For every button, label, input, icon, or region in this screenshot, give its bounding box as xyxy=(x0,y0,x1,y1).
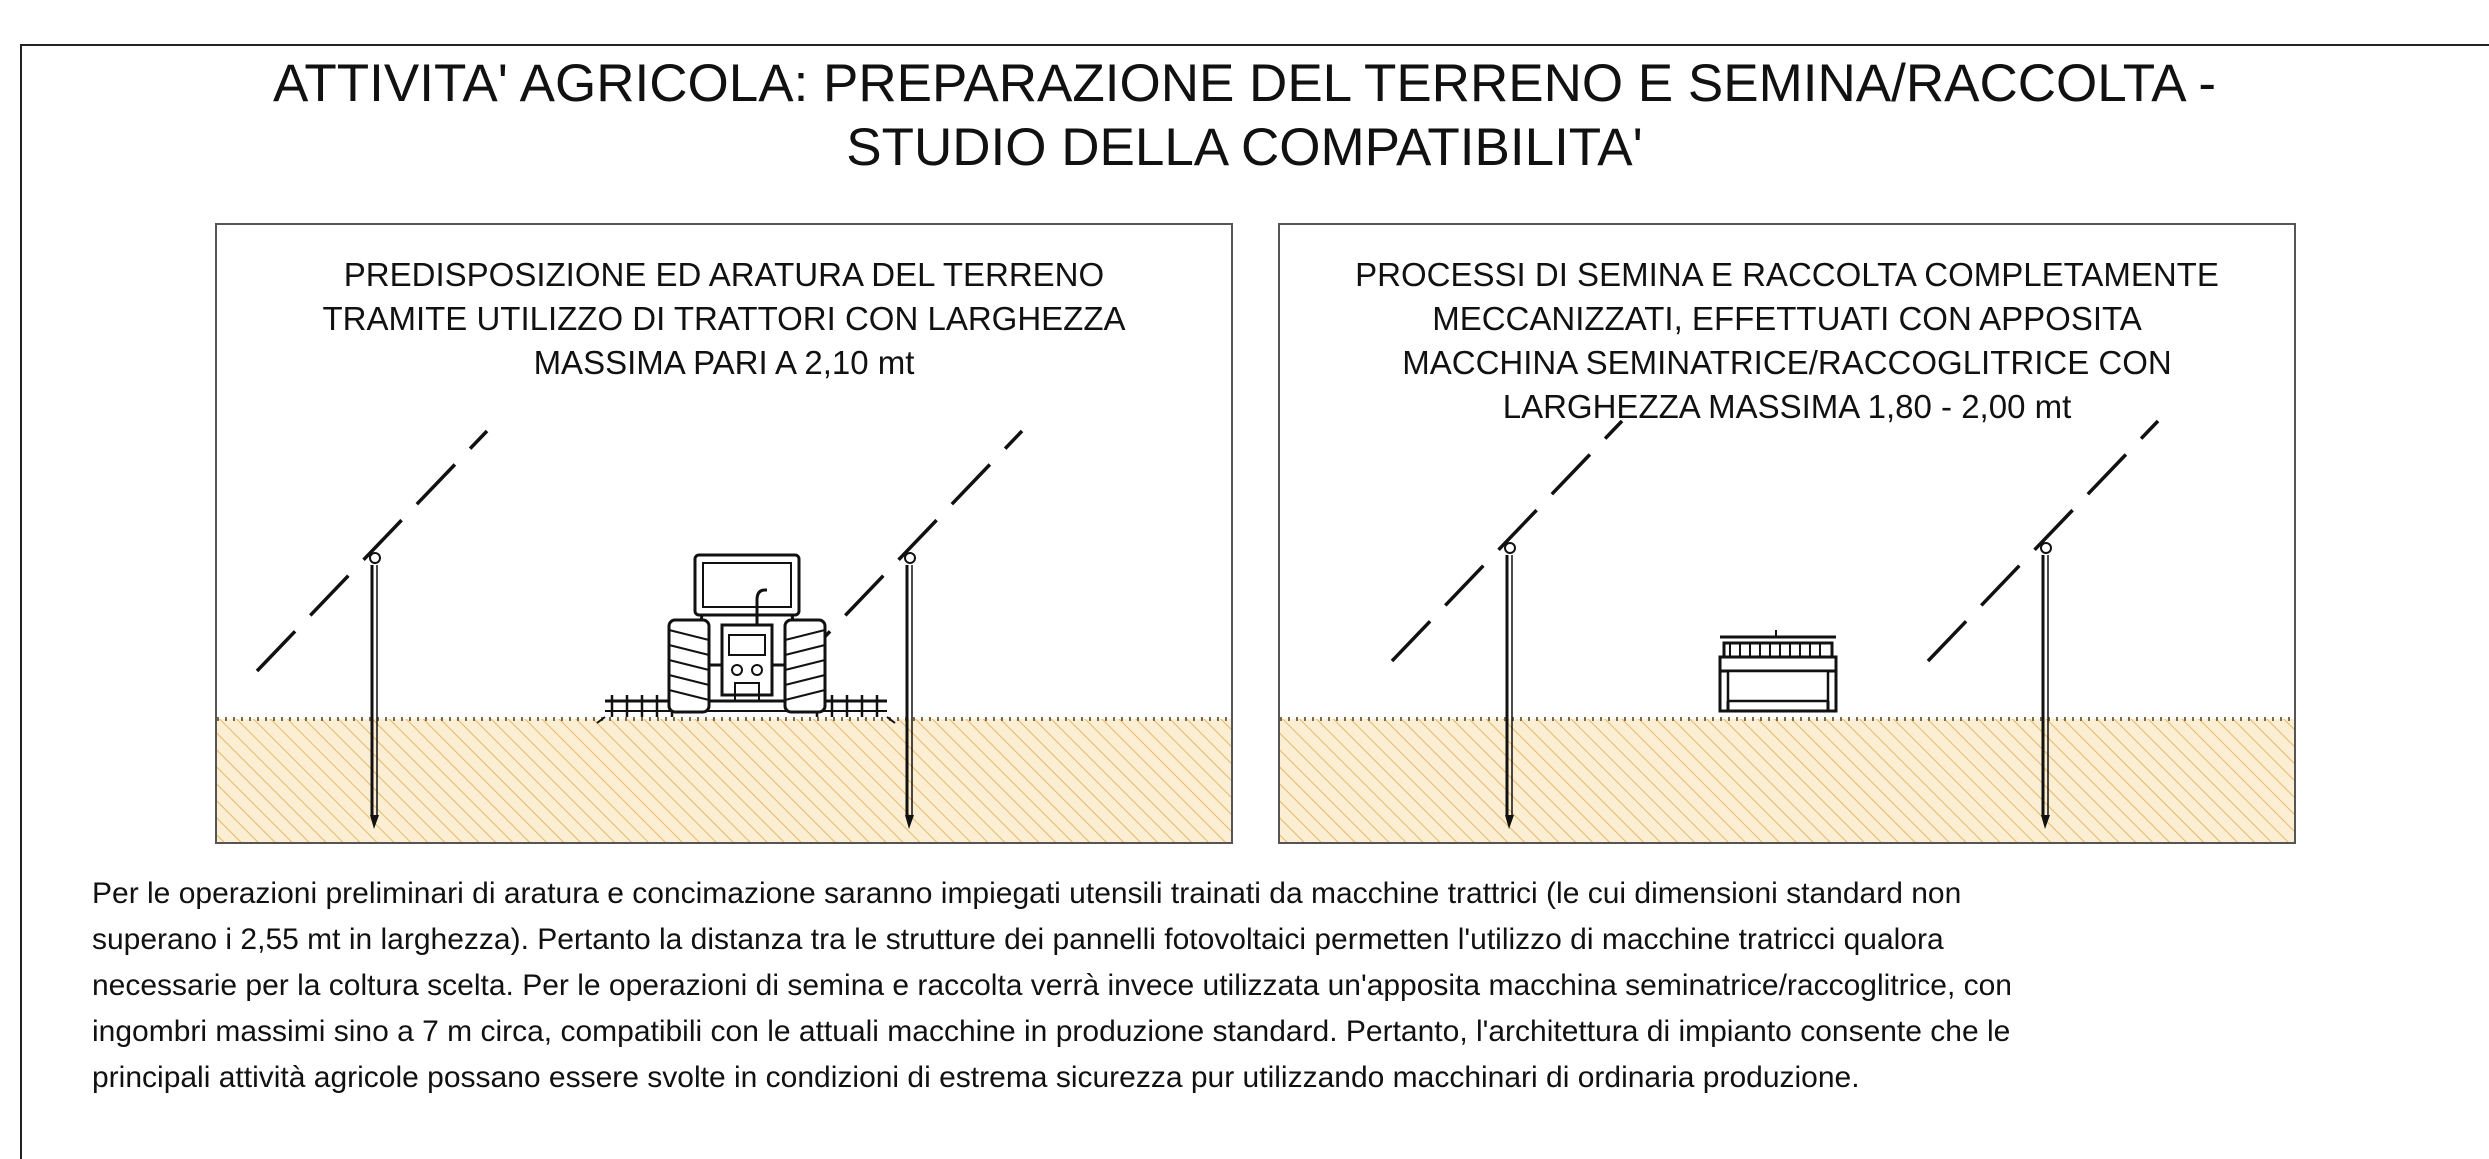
soil-section xyxy=(217,719,1231,842)
tractor-with-harrow-icon xyxy=(596,553,896,724)
caption-line: MACCHINA SEMINATRICE/RACCOGLITRICE CON xyxy=(1402,344,2172,381)
tractor-scene xyxy=(217,429,1231,842)
caption-line: MECCANIZZATI, EFFETTUATI CON APPOSITA xyxy=(1432,300,2142,337)
pv-structure-right xyxy=(790,429,1024,829)
panel-tractor-ploughing: PREDISPOSIZIONE ED ARATURA DEL TERRENO T… xyxy=(215,223,1233,844)
caption-tractor: PREDISPOSIZIONE ED ARATURA DEL TERRENO T… xyxy=(217,253,1231,385)
drawing-frame xyxy=(20,44,2489,1159)
explanatory-note: Per le operazioni preliminari di aratura… xyxy=(92,871,2462,1101)
pv-structure-left xyxy=(1390,419,1624,829)
caption-line: LARGHEZZA MASSIMA 1,80 - 2,00 mt xyxy=(1502,388,2072,425)
caption-seeder: PROCESSI DI SEMINA E RACCOLTA COMPLETAME… xyxy=(1280,253,2294,429)
soil-section xyxy=(1280,719,2294,842)
note-line: superano i 2,55 mt in larghezza). Pertan… xyxy=(92,923,1944,956)
pv-structure-right xyxy=(1926,419,2160,829)
pv-structure-left xyxy=(255,429,489,829)
caption-line: TRAMITE UTILIZZO DI TRATTORI CON LARGHEZ… xyxy=(322,300,1126,337)
title-line-1: ATTIVITA' AGRICOLA: PREPARAZIONE DEL TER… xyxy=(272,54,2216,113)
seeder-harvester-icon xyxy=(1718,630,1838,713)
note-line: ingombri massimi sino a 7 m circa, compa… xyxy=(92,1015,2011,1048)
panel-seeding-harvesting: PROCESSI DI SEMINA E RACCOLTA COMPLETAME… xyxy=(1278,223,2296,844)
caption-line: PREDISPOSIZIONE ED ARATURA DEL TERRENO xyxy=(343,256,1105,293)
note-line: Per le operazioni preliminari di aratura… xyxy=(92,877,1962,910)
note-line: necessarie per la coltura scelta. Per le… xyxy=(92,969,2012,1002)
caption-line: PROCESSI DI SEMINA E RACCOLTA COMPLETAME… xyxy=(1355,256,2219,293)
title-line-2: STUDIO DELLA COMPATIBILITA' xyxy=(846,118,1643,177)
caption-line: MASSIMA PARI A 2,10 mt xyxy=(533,344,915,381)
seeder-scene xyxy=(1280,419,2294,842)
page-title: ATTIVITA' AGRICOLA: PREPARAZIONE DEL TER… xyxy=(200,52,2289,180)
note-line: principali attività agricole possano ess… xyxy=(92,1061,1860,1094)
